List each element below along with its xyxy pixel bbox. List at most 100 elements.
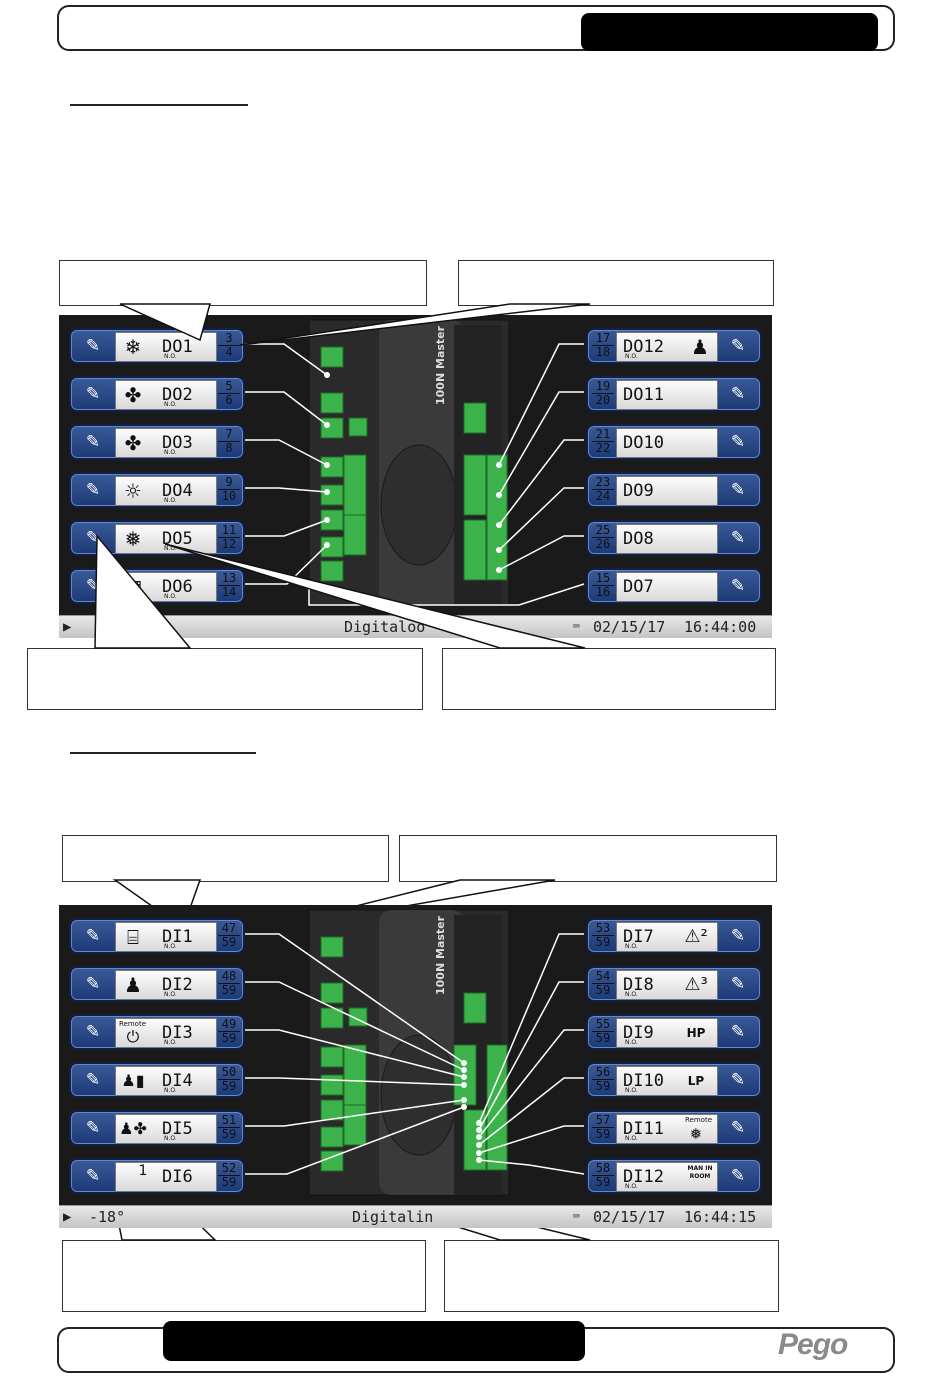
edit-pencil-icon[interactable]: ✎: [85, 1166, 101, 1186]
fan-low-icon: ✤: [124, 431, 142, 455]
input-icon: 1: [138, 1163, 148, 1179]
edit-pencil-icon[interactable]: ✎: [730, 480, 746, 500]
digital-inputs-screen: 100N Master ✎ ⌸ DI1: [59, 905, 772, 1228]
callout-box: [27, 648, 423, 710]
controller-module-image: 100N Master: [244, 319, 585, 606]
edit-pencil-icon[interactable]: ✎: [85, 480, 101, 500]
edit-pencil-icon[interactable]: ✎: [85, 1118, 101, 1138]
edit-pencil-icon[interactable]: ✎: [85, 384, 101, 404]
output-label-box: DO11: [616, 380, 718, 410]
status-time: 16:44:15: [684, 1208, 757, 1226]
callout-box: [442, 648, 776, 710]
input-name: DI5: [162, 1119, 193, 1139]
edit-pencil-icon[interactable]: ✎: [730, 576, 746, 596]
no-tag: N.O.: [625, 1039, 638, 1046]
edit-pencil-icon[interactable]: ✎: [730, 926, 746, 946]
input-label-box: ♟ DI2 N.O.: [115, 970, 217, 1000]
edit-pencil-icon[interactable]: ✎: [730, 1022, 746, 1042]
input-name: DI11: [623, 1119, 664, 1139]
no-tag: N.O.: [164, 545, 177, 552]
status-left-value: -18°: [89, 1208, 126, 1226]
no-tag: N.O.: [164, 943, 177, 950]
edit-pencil-icon[interactable]: ✎: [730, 384, 746, 404]
output-name: DO6: [162, 577, 193, 597]
callout-box: [458, 260, 774, 306]
edit-pencil-icon[interactable]: ✎: [730, 974, 746, 994]
edit-pencil-icon[interactable]: ✎: [730, 528, 746, 548]
input-name: DI1: [162, 927, 193, 947]
callout-box: [62, 1240, 426, 1312]
alarm-compressor-icon: ♟▮: [121, 1071, 145, 1090]
play-icon[interactable]: ▶: [63, 619, 72, 635]
input-name: DI4: [162, 1071, 193, 1091]
edit-pencil-icon[interactable]: ✎: [730, 336, 746, 356]
input-name: DI2: [162, 975, 193, 995]
low-pressure-icon: LP: [687, 1074, 705, 1088]
input-label-box: DI8 N.O. ⚠³: [616, 970, 718, 1000]
input-name: DI8: [623, 975, 654, 995]
edit-pencil-icon[interactable]: ✎: [85, 432, 101, 452]
callout-box: [59, 260, 427, 306]
usb-icon: ⌨: [573, 620, 580, 633]
output-label-box: DO12 N.O. ♟: [616, 332, 718, 362]
man-alarm-icon: ♟: [124, 973, 142, 997]
no-tag: N.O.: [164, 401, 177, 408]
no-tag: N.O.: [164, 449, 177, 456]
edit-pencil-icon[interactable]: ✎: [85, 1022, 101, 1042]
edit-pencil-icon[interactable]: ✎: [85, 974, 101, 994]
input-label-box: ⌸ DI1 N.O.: [115, 922, 217, 952]
output-label-box: DO10: [616, 428, 718, 458]
input-name: DI12: [623, 1167, 664, 1187]
edit-pencil-icon[interactable]: ✎: [730, 1118, 746, 1138]
output-name: DO4: [162, 481, 193, 501]
edit-pencil-icon[interactable]: ✎: [730, 432, 746, 452]
remote-defrost-icon: ❅: [689, 1125, 703, 1143]
warning-2-icon: ⚠²: [684, 926, 708, 947]
edit-pencil-icon[interactable]: ✎: [730, 1070, 746, 1090]
output-name: DO7: [623, 577, 654, 597]
input-label-box: 1 DI6: [115, 1162, 217, 1192]
play-icon[interactable]: ▶: [63, 1209, 72, 1225]
output-label-box: ✤ DO2 N.O.: [115, 380, 217, 410]
edit-pencil-icon[interactable]: ✎: [85, 336, 101, 356]
alarm-bell-icon: ♟: [691, 335, 709, 359]
edit-pencil-icon[interactable]: ✎: [85, 1070, 101, 1090]
page-header-bar: [581, 13, 878, 51]
no-tag: N.O.: [625, 943, 638, 950]
callout-box: [62, 835, 389, 882]
input-label-box: DI7 N.O. ⚠²: [616, 922, 718, 952]
light-icon: ☼: [124, 479, 142, 503]
no-tag: N.O.: [164, 1087, 177, 1094]
output-name: DO1: [162, 337, 193, 357]
edit-pencil-icon[interactable]: ✎: [85, 926, 101, 946]
edit-pencil-icon[interactable]: ✎: [730, 1166, 746, 1186]
status-bar: ▶ -18° Digitalin ⌨ 02/15/17 16:44:15: [59, 1205, 772, 1228]
